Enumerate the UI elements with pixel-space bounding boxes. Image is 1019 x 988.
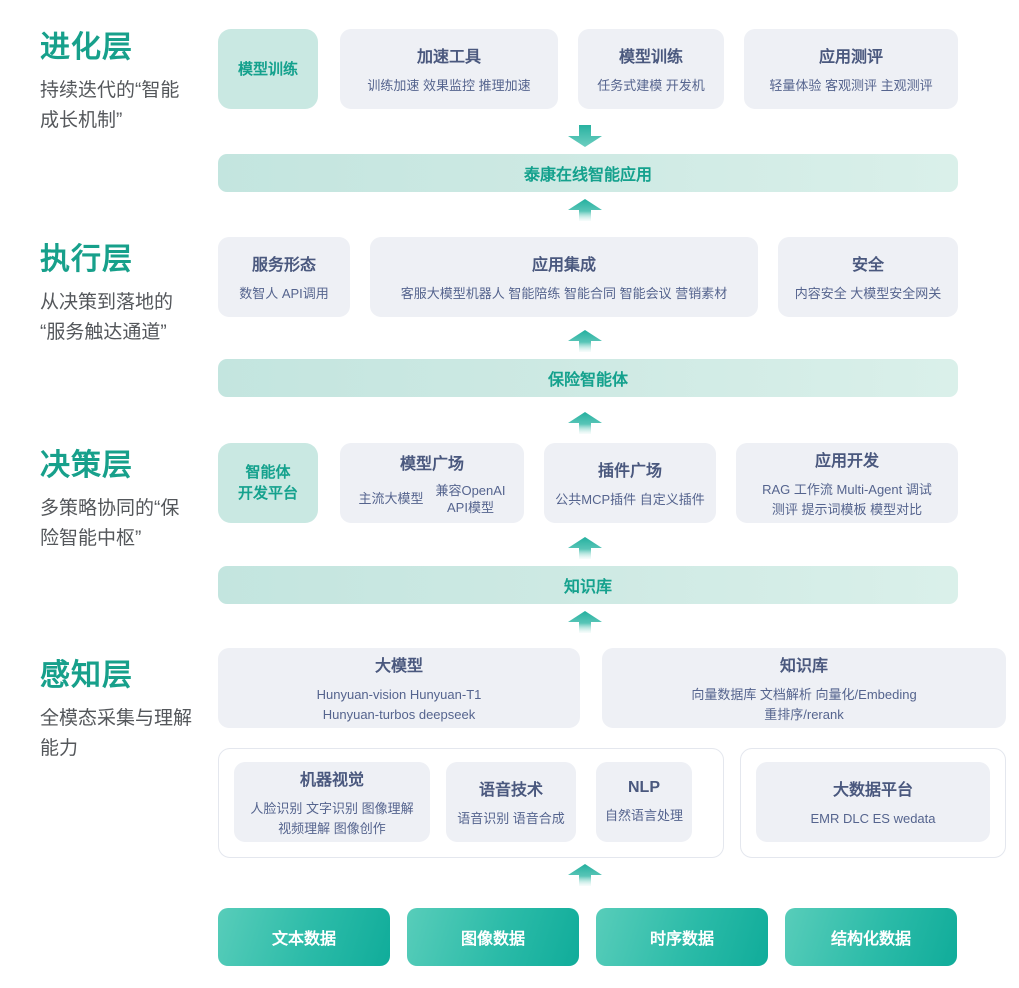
layer-title-execution: 执行层: [40, 243, 133, 276]
app-development-box: 应用开发 RAG 工作流 Multi-Agent 调试 测评 提示词模板 模型对…: [736, 443, 958, 523]
service-form-box: 服务形态 数智人 API调用: [218, 237, 350, 317]
box-title: 插件广场: [597, 462, 662, 480]
agent-dev-platform-box: 智能体 开发平台: [218, 443, 318, 523]
box-items: 轻量体验 客观测评 主观测评: [769, 77, 933, 93]
knowledge-base-banner: 知识库: [218, 566, 958, 604]
arrow-up-icon: [568, 412, 602, 434]
box-items: EMR DLC ES wedata: [810, 810, 936, 826]
box-title: 语音技术: [478, 781, 543, 799]
nlp-box: NLP 自然语言处理: [596, 762, 692, 842]
model-plaza-box: 模型广场 主流大模型 兼容OpenAI API模型: [340, 443, 524, 523]
box-items: 主流大模型 兼容OpenAI API模型: [358, 483, 505, 517]
box-title: 知识库: [779, 658, 828, 675]
knowledge-base-box: 知识库 向量数据库 文档解析 向量化/Embeding 重排序/rerank: [602, 648, 1006, 728]
box-items: 客服大模型机器人 智能陪练 智能合同 智能会议 营销素材: [400, 285, 728, 301]
acceleration-tools-box: 加速工具 训练加速 效果监控 推理加速: [340, 29, 558, 109]
app-integration-box: 应用集成 客服大模型机器人 智能陪练 智能合同 智能会议 营销素材: [370, 237, 758, 317]
timeseries-data-button: 时序数据: [596, 908, 768, 966]
box-title: 模型广场: [399, 455, 464, 473]
box-item: 兼容OpenAI API模型: [435, 482, 506, 515]
llm-box: 大模型 Hunyuan-vision Hunyuan-T1 Hunyuan-tu…: [218, 648, 580, 728]
box-items: 任务式建模 开发机: [597, 77, 705, 93]
box-title: 服务形态: [251, 256, 316, 274]
box-title: 大数据平台: [832, 781, 913, 799]
arrow-up-icon: [568, 330, 602, 352]
layer-subtitle-execution: 从决策到落地的 “服务触达通道”: [40, 292, 174, 344]
structured-data-button: 结构化数据: [785, 908, 957, 966]
box-title: 应用测评: [818, 48, 883, 66]
app-evaluation-box: 应用测评 轻量体验 客观测评 主观测评: [744, 29, 958, 109]
layer-subtitle-perception: 全模态采集与理解 能力: [40, 708, 193, 760]
box-title: 机器视觉: [299, 772, 364, 789]
layer-label-perception: 感知层 全模态采集与理解 能力: [40, 650, 240, 765]
machine-vision-box: 机器视觉 人脸识别 文字识别 图像理解 视频理解 图像创作: [234, 762, 430, 842]
arrow-up-icon: [568, 537, 602, 559]
box-items: 向量数据库 文档解析 向量化/Embeding 重排序/rerank: [691, 687, 917, 722]
layer-label-decision: 决策层 多策略协同的“保 险智能中枢”: [40, 440, 240, 555]
box-items: 数智人 API调用: [239, 285, 329, 301]
text-data-button: 文本数据: [218, 908, 390, 966]
model-training-box: 模型训练 任务式建模 开发机: [578, 29, 724, 109]
arrow-down-icon: [568, 125, 602, 147]
box-items: RAG 工作流 Multi-Agent 调试 测评 提示词模板 模型对比: [762, 482, 932, 517]
taikang-smart-app-banner: 泰康在线智能应用: [218, 154, 958, 192]
arrow-up-icon: [568, 864, 602, 886]
box-items: 人脸识别 文字识别 图像理解 视频理解 图像创作: [250, 801, 414, 836]
box-title: 模型训练: [237, 60, 298, 78]
bigdata-platform-box: 大数据平台 EMR DLC ES wedata: [756, 762, 990, 842]
box-title: NLP: [628, 778, 660, 796]
box-items: 自然语言处理: [604, 807, 683, 823]
layer-subtitle-evolution: 持续迭代的“智能 成长机制”: [40, 80, 180, 132]
box-title: 大模型: [374, 658, 423, 675]
layer-label-evolution: 进化层 持续迭代的“智能 成长机制”: [40, 22, 240, 137]
model-training-highlight-box: 模型训练: [218, 29, 318, 109]
box-items: 语音识别 语音合成: [457, 810, 565, 826]
layer-title-decision: 决策层: [40, 449, 133, 482]
layer-title-evolution: 进化层: [40, 31, 133, 64]
box-title: 模型训练: [618, 48, 683, 66]
box-items: 公共MCP插件 自定义插件: [555, 491, 705, 507]
arrow-up-icon: [568, 611, 602, 633]
security-box: 安全 内容安全 大模型安全网关: [778, 237, 958, 317]
box-title: 安全: [851, 256, 884, 274]
box-items: Hunyuan-vision Hunyuan-T1 Hunyuan-turbos…: [316, 687, 482, 722]
insurance-agent-banner: 保险智能体: [218, 359, 958, 397]
arrow-up-icon: [568, 199, 602, 221]
box-items: 训练加速 效果监控 推理加速: [367, 77, 531, 93]
box-title: 应用开发: [814, 453, 879, 470]
image-data-button: 图像数据: [407, 908, 579, 966]
plugin-plaza-box: 插件广场 公共MCP插件 自定义插件: [544, 443, 716, 523]
box-item: 主流大模型: [358, 491, 424, 507]
box-title: 智能体 开发平台: [237, 464, 298, 502]
layer-title-perception: 感知层: [40, 659, 133, 692]
layer-label-execution: 执行层 从决策到落地的 “服务触达通道”: [40, 234, 240, 349]
box-items: 内容安全 大模型安全网关: [794, 285, 942, 301]
box-title: 加速工具: [416, 48, 481, 66]
box-title: 应用集成: [531, 256, 596, 274]
speech-tech-box: 语音技术 语音识别 语音合成: [446, 762, 576, 842]
layer-subtitle-decision: 多策略协同的“保 险智能中枢”: [40, 498, 180, 550]
